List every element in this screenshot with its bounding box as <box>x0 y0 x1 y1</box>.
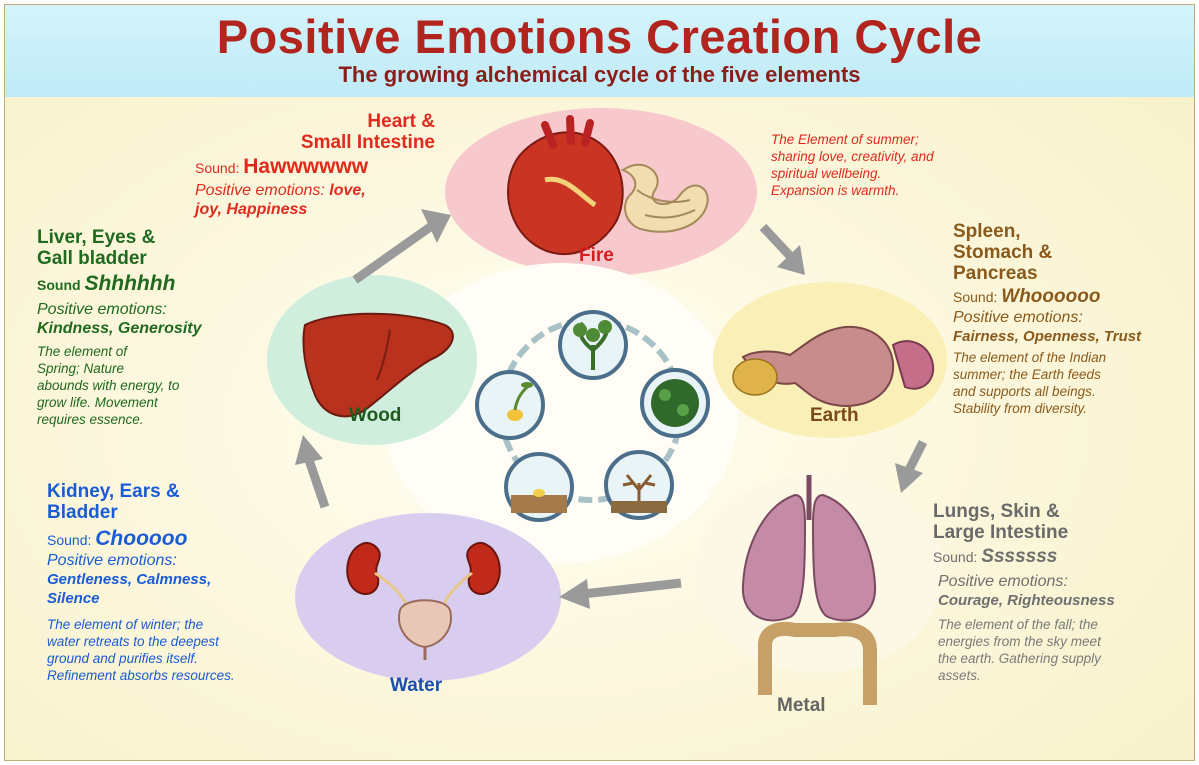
fire-desc-line-4: Expansion is warmth. <box>771 182 1021 199</box>
wood-emotions: Kindness, Generosity <box>37 319 277 338</box>
metal-sound: Sssssss <box>981 546 1057 567</box>
metal-desc-line-3: the earth. Gathering supply <box>938 650 1188 667</box>
earth-sound-prefix: Sound: <box>953 289 1001 305</box>
water-info: Kidney, Ears & Bladder Sound: Chooooo Po… <box>47 481 307 684</box>
water-sound: Chooooo <box>95 527 187 550</box>
earth-organ-line-2: Stomach & <box>953 242 1193 263</box>
fire-desc-line-2: sharing love, creativity, and <box>771 148 1021 165</box>
earth-sound: Whoooooo <box>1001 286 1100 307</box>
wood-sound-prefix: Sound <box>37 277 84 293</box>
water-organ-line-2: Bladder <box>47 502 307 523</box>
stomach-icon <box>733 327 933 406</box>
water-desc-line-1: The element of winter; the <box>47 616 307 633</box>
fire-desc-line-1: The Element of summer; <box>771 131 1021 148</box>
water-emotions-2: Silence <box>47 589 307 608</box>
diagram-canvas: Positive Emotions Creation Cycle The gro… <box>4 4 1195 761</box>
metal-desc-line-1: The element of the fall; the <box>938 616 1188 633</box>
fire-desc-line-3: spiritual wellbeing. <box>771 165 1021 182</box>
metal-desc-line-2: energies from the sky meet <box>938 633 1188 650</box>
fire-label: Fire <box>579 245 614 267</box>
water-desc-line-3: ground and purifies itself. <box>47 650 307 667</box>
water-organ-line-1: Kidney, Ears & <box>47 481 307 502</box>
water-label: Water <box>390 675 442 697</box>
wood-sound: Shhhhhh <box>84 272 175 295</box>
fire-organ-line-2: Small Intestine <box>195 132 435 153</box>
wood-info: Liver, Eyes & Gall bladder Sound Shhhhhh… <box>37 227 277 428</box>
earth-desc-line-2: summer; the Earth feeds <box>953 366 1193 383</box>
fire-emotions-2: joy, Happiness <box>195 201 307 218</box>
water-desc-line-2: water retreats to the deepest <box>47 633 307 650</box>
arrow-earth-to-metal <box>895 442 923 493</box>
wood-desc-line-3: abounds with energy, to <box>37 377 277 394</box>
kidneys-icon <box>347 543 500 660</box>
fire-emotions-prefix: Positive emotions: <box>195 182 329 199</box>
metal-label: Metal <box>777 695 826 717</box>
water-emotions-prefix: Positive emotions: <box>47 551 307 570</box>
fire-sound-prefix: Sound: <box>195 160 243 176</box>
plant-growth-cycle-icon <box>477 312 708 520</box>
water-desc-line-4: Refinement absorbs resources. <box>47 667 307 684</box>
fire-info: Heart & Small Intestine Sound: Hawwwwww … <box>195 111 435 219</box>
earth-desc-line-1: The element of the Indian <box>953 349 1193 366</box>
earth-emotions: Fairness, Openness, Trust <box>953 327 1193 346</box>
fire-sound: Hawwwwww <box>243 155 368 178</box>
metal-sound-prefix: Sound: <box>933 549 981 565</box>
wood-organ-line-2: Gall bladder <box>37 248 277 269</box>
fire-organ-line-1: Heart & <box>195 111 435 132</box>
metal-emotions: Courage, Righteousness <box>933 591 1188 610</box>
metal-emotions-prefix: Positive emotions: <box>933 572 1188 591</box>
metal-organ-line-2: Large Intestine <box>933 522 1188 543</box>
earth-desc-line-3: and supports all beings. <box>953 383 1193 400</box>
arrow-wood-to-fire <box>355 209 451 280</box>
metal-desc-line-4: assets. <box>938 667 1188 684</box>
arrow-fire-to-earth <box>763 227 805 275</box>
wood-label: Wood <box>349 405 401 427</box>
earth-emotions-prefix: Positive emotions: <box>953 308 1193 327</box>
earth-desc-line-4: Stability from diversity. <box>953 400 1193 417</box>
liver-icon <box>303 314 452 417</box>
fire-emotions-1: love, <box>329 182 365 199</box>
fire-description: The Element of summer; sharing love, cre… <box>771 131 1021 199</box>
wood-emotions-prefix: Positive emotions: <box>37 300 277 319</box>
water-sound-prefix: Sound: <box>47 532 95 548</box>
earth-info: Spleen, Stomach & Pancreas Sound: Whoooo… <box>953 221 1193 417</box>
lungs-icon <box>743 475 875 705</box>
wood-organ-line-1: Liver, Eyes & <box>37 227 277 248</box>
arrow-metal-to-water <box>559 579 681 609</box>
heart-intestine-icon <box>508 119 708 254</box>
wood-desc-line-5: requires essence. <box>37 411 277 428</box>
metal-organ-line-1: Lungs, Skin & <box>933 501 1188 522</box>
earth-organ-line-1: Spleen, <box>953 221 1193 242</box>
metal-info: Lungs, Skin & Large Intestine Sound: Sss… <box>933 501 1188 684</box>
wood-desc-line-1: The element of <box>37 343 277 360</box>
wood-desc-line-4: grow life. Movement <box>37 394 277 411</box>
earth-label: Earth <box>810 405 859 427</box>
water-emotions-1: Gentleness, Calmness, <box>47 570 307 589</box>
earth-organ-line-3: Pancreas <box>953 263 1193 284</box>
wood-desc-line-2: Spring; Nature <box>37 360 277 377</box>
